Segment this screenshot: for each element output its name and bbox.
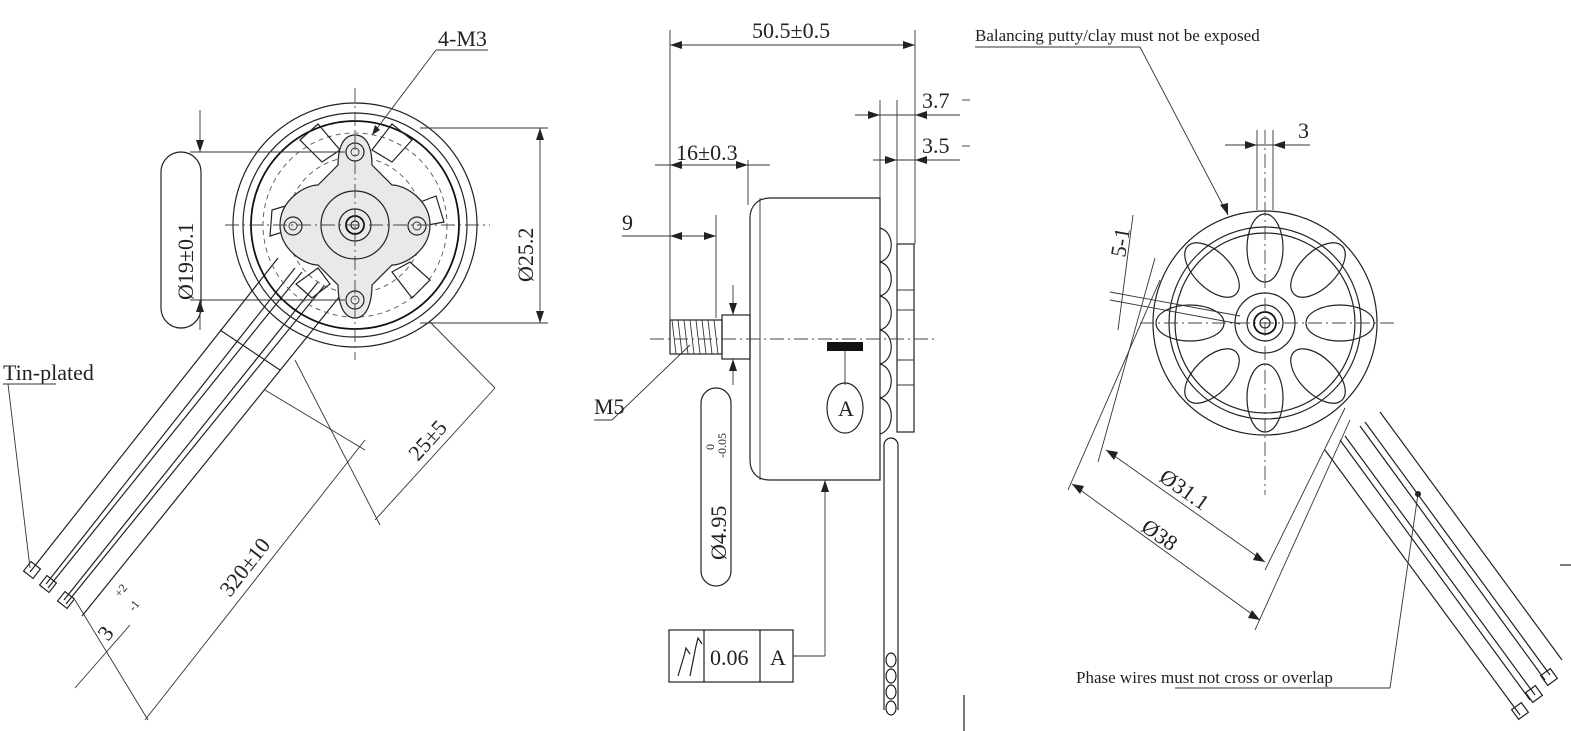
lead-label: Tin-plated	[3, 360, 94, 385]
datum-bubble	[826, 382, 864, 434]
shaft-dia: Ø4.95	[706, 506, 731, 560]
thread-label: M5	[594, 394, 625, 419]
strip-tol-upper: +2	[111, 581, 130, 600]
gap-dim: 5-1	[1105, 226, 1135, 259]
shaft-tol-upper: 0	[703, 444, 717, 450]
overall-length: 50.5±0.5	[752, 18, 830, 43]
shaft-thread	[671, 319, 719, 355]
stator-bumps	[879, 227, 892, 435]
rear-view: 3 5-1 Ø31.1 Ø38 Balancing putty/clay mus…	[975, 26, 1571, 721]
body-dia: Ø25.2	[513, 228, 538, 282]
dim-3-7: 3.7	[922, 88, 950, 113]
runout-datum: A	[770, 645, 786, 670]
dim-3-5: 3.5	[922, 133, 950, 158]
lead-exit: 25±5	[403, 415, 452, 465]
strip-tol-lower: -1	[125, 597, 142, 613]
front-view: 4-M3 Ø19±0.1 Ø25.2 25±5 320±10 3 +2 -1	[3, 26, 548, 721]
datum-label: A	[838, 396, 854, 421]
note-wires: Phase wires must not cross or overlap	[1076, 668, 1333, 687]
note-balance: Balancing putty/clay must not be exposed	[975, 26, 1260, 45]
shaft-tol-lower: -0.05	[715, 433, 729, 458]
lead-length: 320±10	[214, 533, 275, 601]
thread-length: 9	[622, 210, 633, 235]
shaft-length: 16±0.3	[676, 140, 738, 165]
hole-circle-dia: Ø19±0.1	[173, 223, 198, 300]
lead-wires	[22, 257, 341, 617]
inner-dia: Ø31.1	[1155, 464, 1214, 516]
side-view: 50.5±0.5 3.7 3.5 16±0.3 9 M5	[594, 18, 970, 731]
runout-value: 0.06	[710, 645, 749, 670]
strip-length: 3	[92, 621, 118, 645]
motor-can	[749, 197, 881, 481]
spoke-width: 3	[1298, 118, 1309, 143]
phase-wires	[1324, 411, 1563, 721]
runout-frame: 0.06 A	[668, 629, 794, 683]
outer-dia: Ø38	[1137, 514, 1182, 556]
screw-note: 4-M3	[438, 26, 487, 51]
